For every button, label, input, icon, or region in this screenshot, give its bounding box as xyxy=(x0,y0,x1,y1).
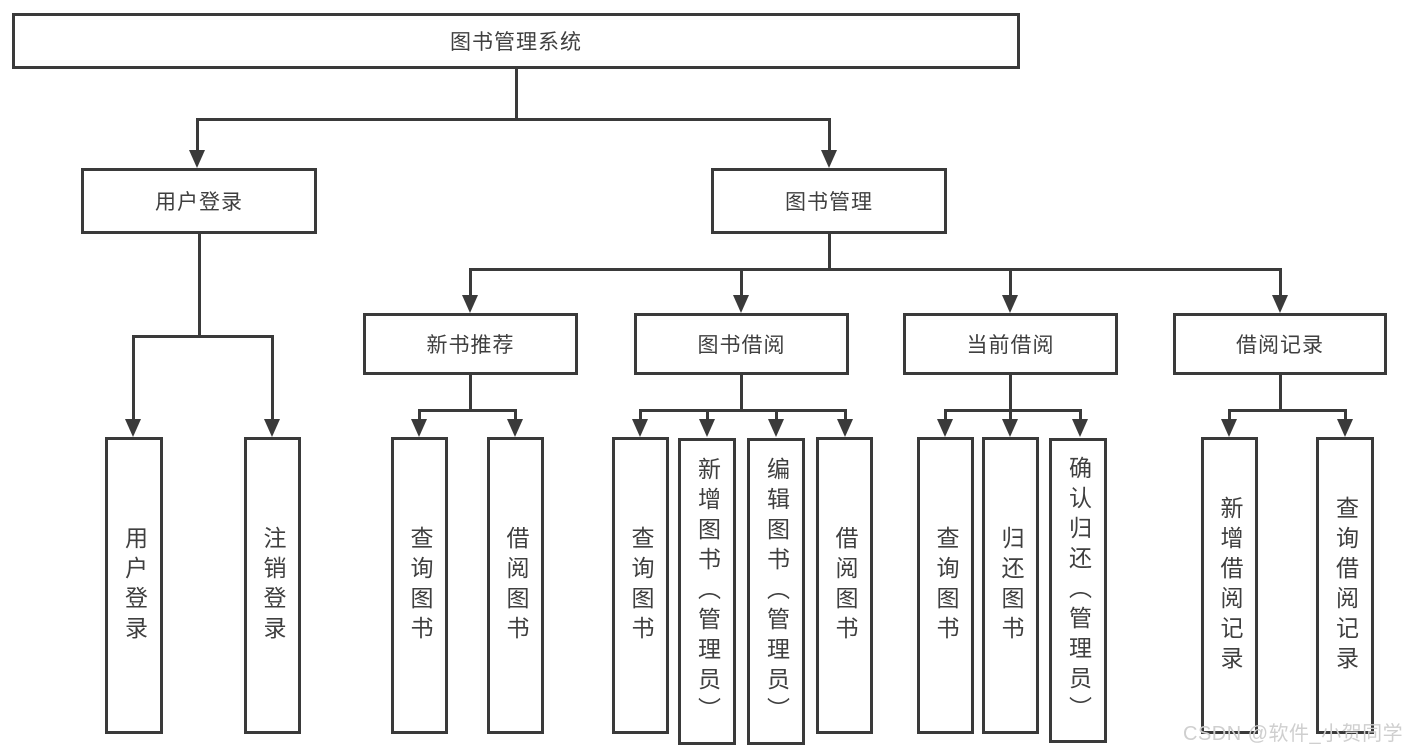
arrowhead-icon xyxy=(632,419,648,437)
node-leaf-user-login: 用户登录 xyxy=(105,437,163,734)
arrowhead-icon xyxy=(507,419,523,437)
arrowhead-icon xyxy=(1072,419,1088,437)
node-leaf-return-books: 归还图书 xyxy=(982,437,1039,734)
connector-line xyxy=(1079,409,1082,421)
node-borrow-records: 借阅记录 xyxy=(1173,313,1387,375)
node-label: 查询图书 xyxy=(628,525,654,646)
node-label: 查询图书 xyxy=(407,525,433,646)
node-label: 当前借阅 xyxy=(966,334,1055,357)
node-leaf-query-books-cb: 查询图书 xyxy=(917,437,974,734)
connector-line xyxy=(1344,409,1347,421)
node-leaf-query-books-nbr: 查询图书 xyxy=(391,437,448,734)
connector-line xyxy=(133,335,273,338)
node-leaf-query-borrow-record: 查询借阅记录 xyxy=(1316,437,1374,734)
node-book-borrow: 图书借阅 xyxy=(634,313,849,375)
connector-line xyxy=(1009,375,1012,411)
arrowhead-icon xyxy=(411,419,427,437)
arrowhead-icon xyxy=(837,419,853,437)
node-label: 查询图书 xyxy=(933,525,959,646)
arrowhead-icon xyxy=(462,295,478,313)
node-label: 注销登录 xyxy=(260,525,286,646)
arrowhead-icon xyxy=(264,419,280,437)
node-label: 用户登录 xyxy=(155,191,243,214)
arrowhead-icon xyxy=(1002,295,1018,313)
connector-line xyxy=(844,409,847,421)
node-label: 借阅图书 xyxy=(503,525,529,646)
connector-line xyxy=(469,268,472,298)
node-leaf-add-books-admin: 新增图书（管理员） xyxy=(678,438,736,745)
connector-line xyxy=(515,69,518,118)
connector-line xyxy=(419,409,517,412)
node-leaf-query-books-bb: 查询图书 xyxy=(612,437,669,734)
connector-line xyxy=(828,118,831,154)
node-label: 查询借阅记录 xyxy=(1332,495,1359,676)
node-leaf-borrow-books-nbr: 借阅图书 xyxy=(487,437,544,734)
node-label: 图书管理系统 xyxy=(450,31,582,54)
arrowhead-icon xyxy=(821,150,837,168)
node-label: 借阅图书 xyxy=(832,525,858,646)
node-book-management: 图书管理 xyxy=(711,168,947,234)
connector-line xyxy=(775,409,778,421)
arrowhead-icon xyxy=(1002,419,1018,437)
connector-line xyxy=(944,409,947,421)
arrowhead-icon xyxy=(1272,295,1288,313)
arrowhead-icon xyxy=(1337,419,1353,437)
connector-line xyxy=(271,335,274,421)
connector-line xyxy=(828,234,831,270)
connector-line xyxy=(640,409,846,412)
connector-line xyxy=(1009,409,1012,421)
connector-line xyxy=(1009,268,1012,298)
connector-line xyxy=(1279,268,1282,298)
node-label: 新增图书（管理员） xyxy=(694,456,721,727)
arrowhead-icon xyxy=(937,419,953,437)
node-leaf-borrow-books-bb: 借阅图书 xyxy=(816,437,873,734)
connector-line xyxy=(740,268,743,298)
arrowhead-icon xyxy=(1221,419,1237,437)
arrowhead-icon xyxy=(733,295,749,313)
node-leaf-confirm-return-admin: 确认归还（管理员） xyxy=(1049,438,1107,743)
connector-line xyxy=(418,409,421,421)
node-label: 确认归还（管理员） xyxy=(1065,455,1092,726)
connector-line xyxy=(198,234,201,335)
arrowhead-icon xyxy=(125,419,141,437)
node-new-book-recommend: 新书推荐 xyxy=(363,313,578,375)
connector-line xyxy=(470,268,1281,271)
connector-line xyxy=(197,118,830,121)
arrowhead-icon xyxy=(189,150,205,168)
connector-line xyxy=(1279,375,1282,411)
node-label: 图书借阅 xyxy=(697,334,786,357)
connector-line xyxy=(469,375,472,411)
node-label: 编辑图书（管理员） xyxy=(763,456,790,727)
node-label: 用户登录 xyxy=(121,525,148,646)
node-label: 图书管理 xyxy=(785,191,873,214)
connector-line xyxy=(945,409,1082,412)
connector-line xyxy=(639,409,642,421)
node-user-login: 用户登录 xyxy=(81,168,317,234)
node-label: 新增借阅记录 xyxy=(1217,495,1243,676)
arrowhead-icon xyxy=(699,419,715,437)
csdn-watermark: CSDN @软件_小贺同学 xyxy=(1183,723,1404,745)
node-leaf-edit-books-admin: 编辑图书（管理员） xyxy=(747,438,805,745)
node-leaf-add-borrow-record: 新增借阅记录 xyxy=(1201,437,1258,734)
connector-line xyxy=(740,375,743,411)
connector-line xyxy=(1228,409,1231,421)
node-leaf-logout: 注销登录 xyxy=(244,437,301,734)
node-label: 新书推荐 xyxy=(426,334,515,357)
arrowhead-icon xyxy=(768,419,784,437)
connector-line xyxy=(1229,409,1346,412)
connector-line xyxy=(132,335,135,421)
connector-line xyxy=(514,409,517,421)
connector-line xyxy=(706,409,709,421)
node-label: 归还图书 xyxy=(998,525,1024,646)
node-label: 借阅记录 xyxy=(1236,334,1324,357)
connector-line xyxy=(196,118,199,154)
node-system-root: 图书管理系统 xyxy=(12,13,1020,69)
node-current-borrow: 当前借阅 xyxy=(903,313,1118,375)
